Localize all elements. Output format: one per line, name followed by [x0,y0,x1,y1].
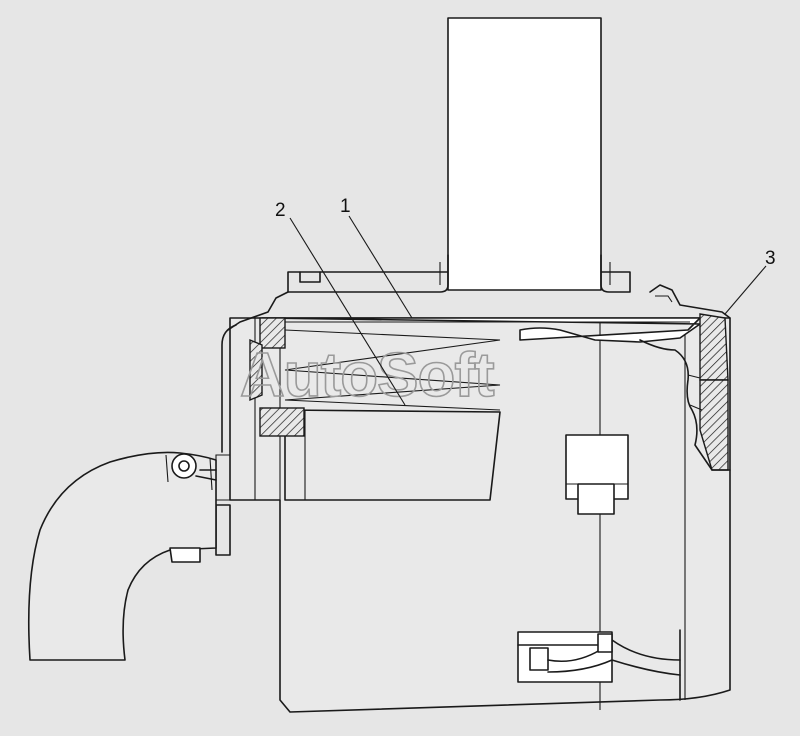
callout-3: 3 [765,248,776,269]
latch-clamp [517,629,681,701]
housing-right-edge [639,339,731,471]
outlet-pipe [287,17,631,293]
callout-2: 2 [275,200,286,221]
callout-leaders [289,215,767,406]
leader-2 [289,217,406,406]
callout-1: 1 [340,196,351,217]
filter-element [261,317,701,501]
watermark-text: AutoSoft [240,341,494,410]
leader-1 [348,215,413,319]
inspection-window [565,434,629,515]
leader-3 [724,265,767,315]
filter-seals [249,313,729,471]
housing-cover [221,284,731,453]
inlet-hose [27,451,217,661]
